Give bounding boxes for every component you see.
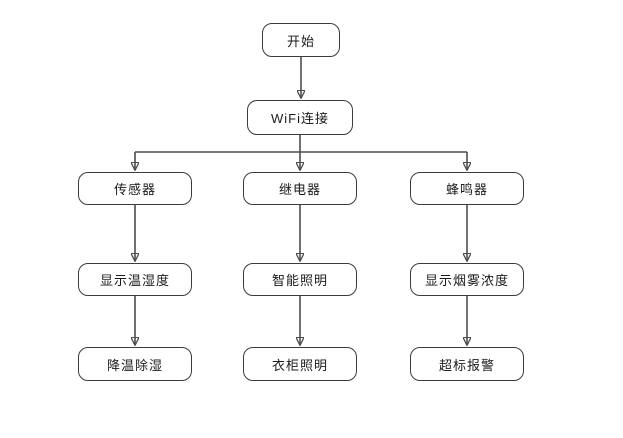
node-over-limit-alarm: 超标报警 — [410, 347, 524, 381]
node-wifi-label: WiFi连接 — [271, 111, 329, 126]
node-smart-light-label: 智能照明 — [271, 273, 328, 288]
node-display-temp-humidity: 显示温湿度 — [78, 263, 192, 296]
node-buzzer: 蜂鸣器 — [410, 172, 524, 205]
node-start: 开始 — [262, 23, 340, 57]
node-start-label: 开始 — [286, 33, 315, 49]
node-temp-humidity-label: 显示温湿度 — [99, 273, 170, 288]
node-smart-lighting: 智能照明 — [243, 263, 357, 296]
node-cool-dehumidify: 降温除湿 — [78, 347, 192, 381]
node-wardrobe-lighting: 衣柜照明 — [243, 347, 357, 381]
node-wardrobe-light-label: 衣柜照明 — [271, 357, 328, 373]
node-smoke-label: 显示烟雾浓度 — [424, 273, 509, 288]
node-buzzer-label: 蜂鸣器 — [445, 182, 488, 197]
node-sensor: 传感器 — [78, 172, 192, 205]
node-display-smoke-level: 显示烟雾浓度 — [410, 263, 524, 296]
node-sensor-label: 传感器 — [113, 182, 156, 197]
node-cool-dehumid-label: 降温除湿 — [106, 357, 163, 373]
node-relay-label: 继电器 — [278, 182, 321, 197]
node-relay: 继电器 — [243, 172, 357, 205]
node-alarm-label: 超标报警 — [438, 357, 495, 373]
node-wifi-connect: WiFi连接 — [247, 100, 353, 135]
